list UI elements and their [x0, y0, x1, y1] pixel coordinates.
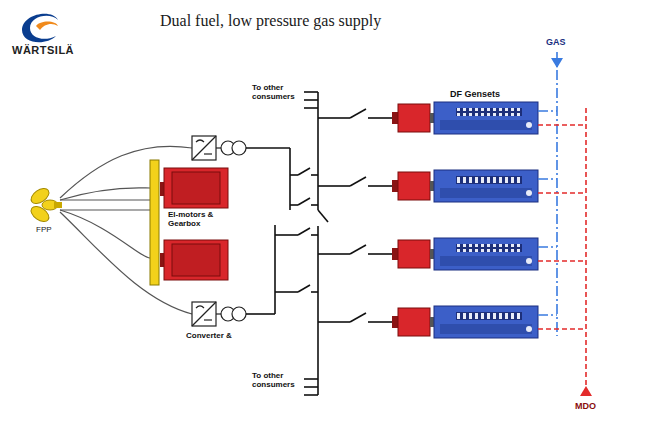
converters — [192, 136, 246, 326]
propeller — [28, 185, 62, 224]
mdo-branch — [538, 124, 586, 126]
company-logo — [22, 14, 58, 43]
gas-branch — [538, 110, 557, 112]
engine-detail — [526, 190, 532, 196]
diagram-title: Dual fuel, low pressure gas supply — [160, 12, 381, 30]
breaker-switch — [350, 177, 366, 186]
feeder-wire — [318, 185, 350, 187]
gensets-label: DF Gensets — [450, 90, 500, 100]
electric-motors — [160, 168, 228, 280]
generator — [398, 104, 430, 132]
engine-base — [440, 120, 532, 130]
generator — [398, 308, 430, 336]
mdo-line — [538, 108, 592, 396]
feeder-wire — [368, 185, 392, 187]
coupling — [430, 113, 434, 123]
engine-block — [434, 238, 538, 270]
mdo-label: MDO — [575, 402, 596, 412]
coupling — [430, 317, 434, 327]
gas-label: GAS — [546, 38, 566, 48]
engine-block — [434, 306, 538, 338]
generator — [398, 172, 430, 200]
feeder-wire — [318, 321, 350, 323]
engine-base — [440, 188, 532, 198]
gas-branch — [538, 246, 557, 248]
engine-detail — [526, 122, 532, 128]
generator-end — [392, 112, 398, 124]
feeder-wire — [318, 117, 350, 119]
mdo-branch — [538, 260, 586, 262]
consumers-label: To other consumers — [252, 372, 304, 390]
logo-text: WÄRTSILÄ — [12, 44, 74, 56]
generator-end — [392, 180, 398, 192]
engine-cylinders — [456, 312, 522, 320]
mdo-branch — [538, 192, 586, 194]
coupling — [430, 181, 434, 191]
engine-cylinders — [456, 244, 522, 252]
gas-branch — [538, 178, 557, 180]
generator-end — [392, 248, 398, 260]
engine-detail — [526, 258, 532, 264]
generator — [398, 240, 430, 268]
df-gensets — [392, 102, 538, 338]
engine-base — [440, 256, 532, 266]
breaker-switch — [350, 245, 366, 254]
breaker-switch — [350, 313, 366, 322]
gearbox-bar — [150, 160, 159, 285]
engine-cylinders — [456, 176, 522, 184]
feeder-wire — [318, 253, 350, 255]
feeder-wire — [368, 117, 392, 119]
mdo-branch — [538, 328, 586, 330]
gas-line — [538, 52, 563, 336]
switchboard-wiring — [246, 92, 392, 395]
generator-end — [392, 316, 398, 328]
engine-block — [434, 102, 538, 134]
breaker-switch — [350, 109, 366, 118]
engine-cylinders — [456, 108, 522, 116]
feeder-wire — [368, 321, 392, 323]
coupling — [430, 249, 434, 259]
engine-base — [440, 324, 532, 334]
gas-branch — [538, 314, 557, 316]
engine-detail — [526, 326, 532, 332]
converter-label: Converter & — [186, 332, 232, 341]
consumers-label: To other consumers — [252, 84, 304, 102]
engine-block — [434, 170, 538, 202]
motors-label: El-motors & Gearbox — [168, 211, 228, 229]
propeller-label: FPP — [36, 226, 52, 235]
feeder-wire — [368, 253, 392, 255]
